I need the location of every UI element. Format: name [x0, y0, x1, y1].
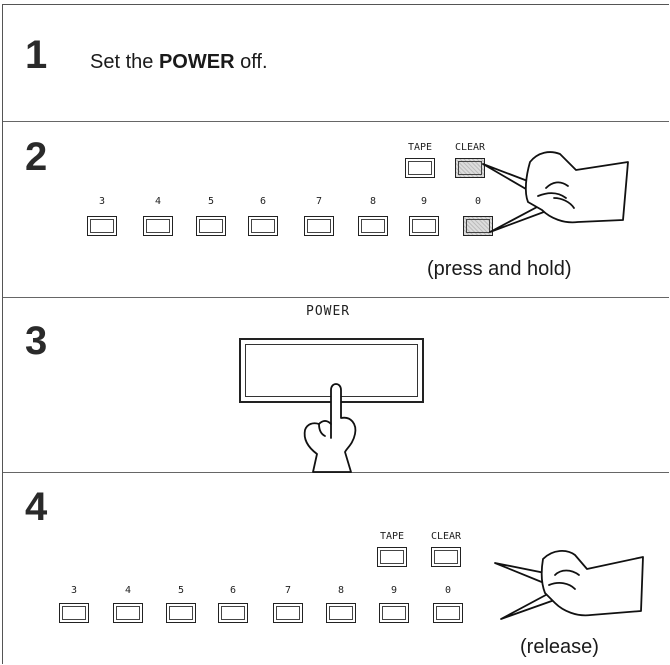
tape-key[interactable] [377, 547, 407, 567]
step-4-panel: 4 TAPE CLEAR 3 4 5 6 7 8 9 0 (re [3, 473, 669, 664]
tape-key[interactable] [405, 158, 435, 178]
key-8-label: 8 [355, 196, 391, 207]
key-8[interactable] [326, 603, 356, 623]
step-3-panel: 3 POWER [3, 298, 669, 473]
key-5-label: 5 [163, 585, 199, 596]
key-7[interactable] [304, 216, 334, 236]
key-6[interactable] [248, 216, 278, 236]
power-keyword: POWER [159, 51, 235, 73]
key-0[interactable] [433, 603, 463, 623]
step-2-number: 2 [25, 137, 47, 177]
key-7-label: 7 [301, 196, 337, 207]
key-5-label: 5 [193, 196, 229, 207]
key-3-label: 3 [56, 585, 92, 596]
tape-key-label: TAPE [402, 142, 438, 153]
key-4-label: 4 [110, 585, 146, 596]
key-7-label: 7 [270, 585, 306, 596]
key-3-label: 3 [84, 196, 120, 207]
key-5[interactable] [196, 216, 226, 236]
key-6-label: 6 [215, 585, 251, 596]
step-2-panel: 2 TAPE CLEAR 3 4 5 6 7 8 9 0 [3, 122, 669, 298]
key-5[interactable] [166, 603, 196, 623]
release-caption: (release) [520, 636, 599, 659]
pointing-hand-icon [468, 132, 668, 242]
key-6-label: 6 [245, 196, 281, 207]
step-4-number: 4 [25, 487, 47, 527]
clear-key[interactable] [431, 547, 461, 567]
step-3-number: 3 [25, 321, 47, 361]
key-4-label: 4 [140, 196, 176, 207]
step-1-panel: 1 Set the POWER off. [3, 5, 669, 122]
clear-key-label: CLEAR [428, 531, 464, 542]
key-3[interactable] [59, 603, 89, 623]
step-1-text-prefix: Set the [90, 51, 153, 73]
step-1-instruction: Set the POWER off. [90, 51, 268, 74]
power-button-label: POWER [306, 304, 350, 319]
key-6[interactable] [218, 603, 248, 623]
pressing-finger-icon [291, 378, 371, 474]
instruction-sheet: 1 Set the POWER off. 2 TAPE CLEAR 3 4 5 … [2, 4, 669, 664]
press-and-hold-caption: (press and hold) [427, 258, 572, 281]
releasing-hand-icon [491, 535, 661, 630]
tape-key-label: TAPE [374, 531, 410, 542]
key-3[interactable] [87, 216, 117, 236]
step-1-text-suffix: off. [240, 51, 267, 73]
key-9-label: 9 [376, 585, 412, 596]
key-4[interactable] [113, 603, 143, 623]
key-7[interactable] [273, 603, 303, 623]
key-0-label: 0 [430, 585, 466, 596]
key-9-label: 9 [406, 196, 442, 207]
key-9[interactable] [409, 216, 439, 236]
step-1-number: 1 [25, 35, 47, 75]
key-9[interactable] [379, 603, 409, 623]
key-4[interactable] [143, 216, 173, 236]
key-8-label: 8 [323, 585, 359, 596]
key-8[interactable] [358, 216, 388, 236]
